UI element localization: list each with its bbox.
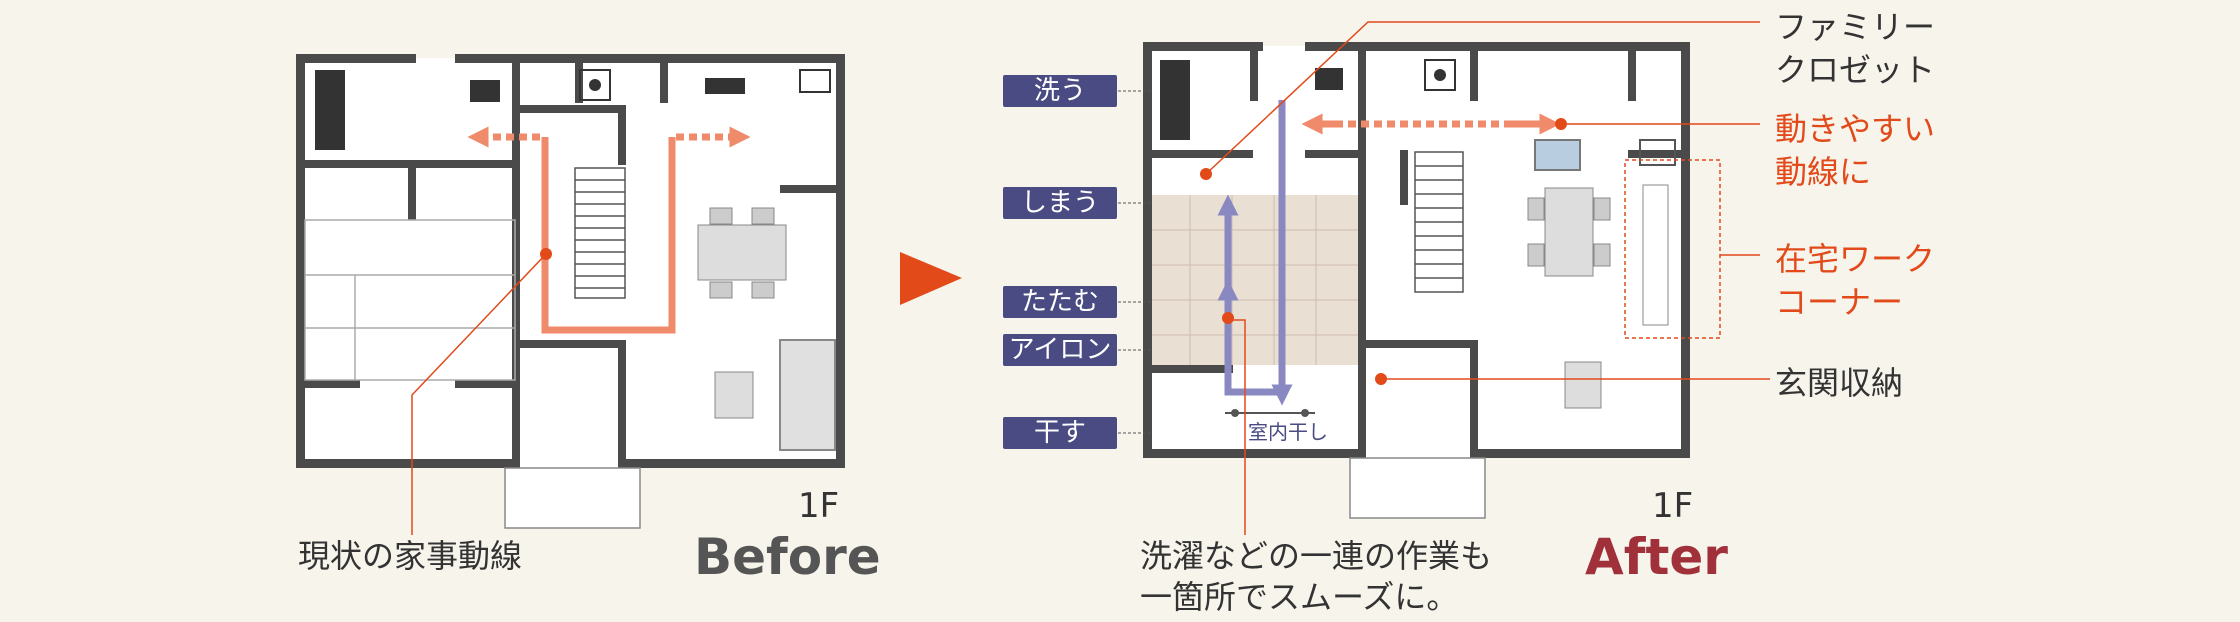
entrance-dot [1375, 373, 1387, 385]
step-tag-dry: 干す [1003, 417, 1117, 449]
closet-dot [1200, 168, 1212, 180]
after-note-line2: 一箇所でスムーズに。 [1140, 578, 1459, 616]
closet-callout-line1: ファミリー [1775, 8, 1936, 46]
laundry-dot [1222, 312, 1234, 324]
flow-dot [1555, 118, 1567, 130]
before-callout: 現状の家事動線 [298, 537, 523, 575]
step-tag-fold: たたむ [1003, 286, 1117, 318]
step-tag-iron: アイロン [1003, 334, 1117, 366]
entrance-callout: 玄関収納 [1775, 364, 1904, 402]
before-floor-plan [296, 54, 845, 535]
indoor-dry-label: 室内干し [1248, 420, 1328, 444]
step-tag-wash: 洗う [1003, 75, 1117, 107]
closet-callout-line2: クロゼット [1775, 51, 1936, 89]
flow-callout-line2: 動線に [1775, 153, 1872, 191]
after-note-line1: 洗濯などの一連の作業も [1140, 537, 1493, 575]
work-callout-line1: 在宅ワーク [1775, 240, 1936, 278]
after-floor-label: 1F [1652, 486, 1694, 526]
work-callout-line2: コーナー [1775, 283, 1904, 321]
step-tag-store: しまう [1003, 187, 1117, 219]
before-floor-label: 1F [798, 486, 840, 526]
after-floor-plan [1118, 21, 1770, 535]
before-title: Before [694, 528, 881, 586]
before-after-arrow-icon [900, 252, 962, 305]
after-title: After [1585, 528, 1728, 586]
flow-callout-line1: 動きやすい [1775, 110, 1936, 148]
